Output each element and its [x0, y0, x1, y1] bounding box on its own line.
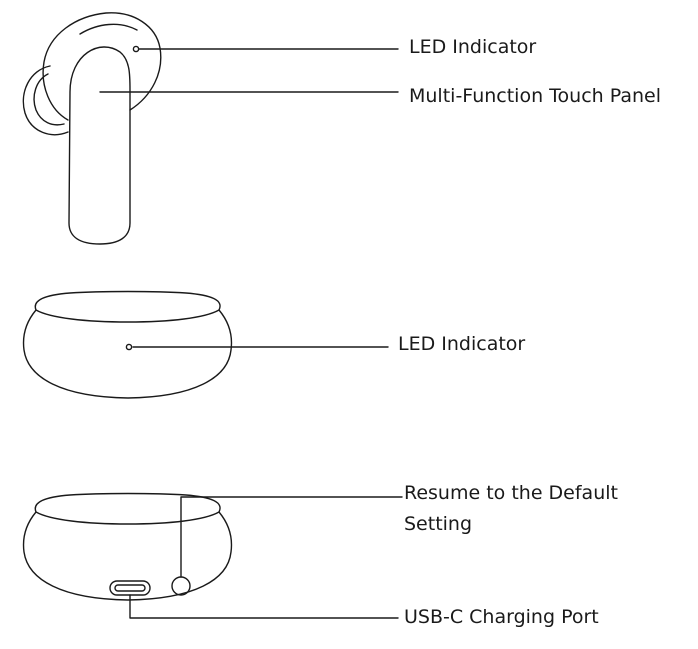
usb-c-port-inner	[114, 584, 146, 592]
label-usb-port: USB-C Charging Port	[404, 606, 599, 628]
usb-c-port-outer	[109, 580, 151, 596]
earbud-ear-tip-inner	[33, 73, 65, 126]
case-led-dot	[125, 343, 133, 351]
label-case-led: LED Indicator	[398, 333, 526, 355]
reset-leader	[180, 496, 403, 578]
label-reset-line-2: Setting	[404, 513, 473, 535]
reset-button	[171, 576, 191, 596]
label-earbud-led: LED Indicator	[409, 36, 537, 58]
case-front-body	[22, 309, 233, 399]
earbud-ear-tip	[22, 65, 69, 136]
earbud-led-dot	[132, 45, 140, 53]
case-back-illustration	[22, 492, 233, 601]
case-front-illustration	[22, 290, 233, 399]
case-front-lid	[34, 290, 221, 323]
label-reset-line-1: Resume to the Default	[404, 482, 618, 504]
case-back-body	[22, 511, 233, 601]
earbud-illustration	[22, 12, 162, 245]
label-touch-panel: Multi-Function Touch Panel	[409, 85, 661, 107]
earbud-head	[42, 12, 162, 121]
earbud-head-inner	[79, 23, 138, 35]
case-back-lid	[34, 492, 221, 525]
usb-leader	[129, 594, 399, 619]
earbud-stem	[68, 46, 131, 245]
